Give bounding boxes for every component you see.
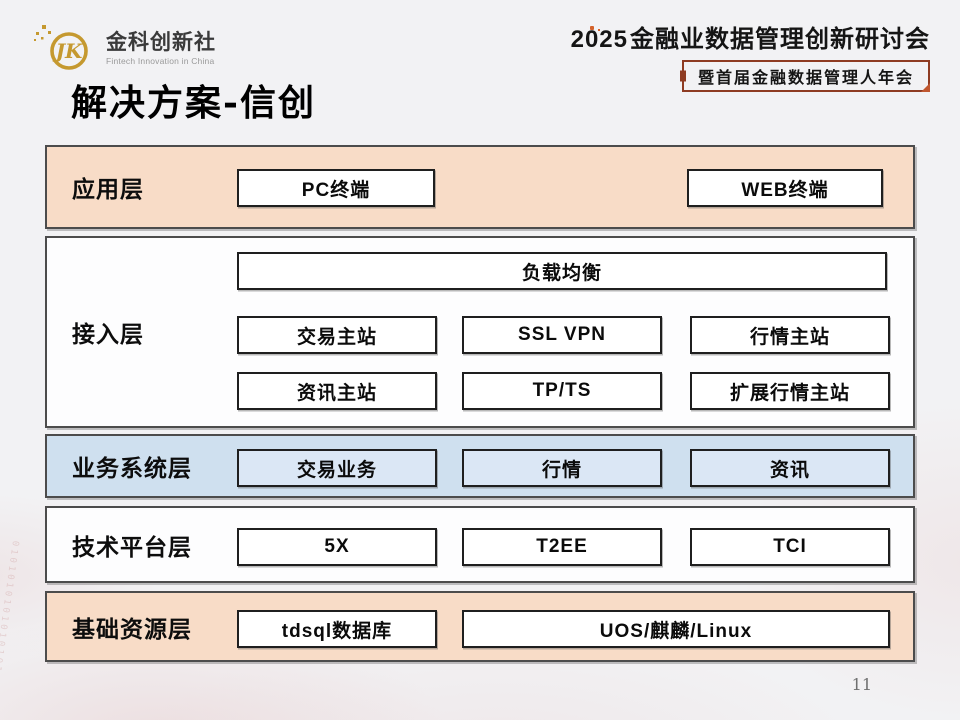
node-extended-quote-master: 扩展行情主站	[690, 372, 890, 410]
event-title: 2025金融业数据管理创新研讨会	[571, 19, 930, 54]
node-tdsql-database: tdsql数据库	[237, 610, 437, 648]
layer-label-application: 应用层	[72, 176, 144, 202]
node-tp-ts: TP/TS	[462, 372, 662, 410]
node-tci: TCI	[690, 528, 890, 566]
node-load-balancer: 负载均衡	[237, 252, 887, 290]
layer-band-access: 接入层 负载均衡 交易主站 SSL VPN 行情主站 资讯主站 TP/TS 扩展…	[45, 236, 915, 428]
layer-label-resources: 基础资源层	[72, 615, 192, 642]
binary-pattern-decor: 0101010101010101	[0, 539, 20, 675]
node-trade-master: 交易主站	[237, 316, 437, 354]
event-title-text: 金融业数据管理创新研讨会	[630, 26, 930, 53]
node-pc-terminal: PC终端	[237, 169, 435, 207]
page-number: 11	[851, 675, 872, 694]
node-quote-master: 行情主站	[690, 316, 890, 354]
layer-band-platform: 技术平台层 5X T2EE TCI	[45, 506, 915, 583]
svg-text:JK: JK	[52, 39, 84, 63]
layer-label-access: 接入层	[72, 321, 144, 347]
logo-name: 金科创新社	[106, 30, 216, 54]
node-5x: 5X	[237, 528, 437, 566]
page-title: 解决方案-信创	[71, 82, 316, 124]
node-information: 资讯	[690, 449, 890, 487]
node-uos-kylin-linux: UOS/麒麟/Linux	[462, 610, 890, 648]
node-web-terminal: WEB终端	[687, 169, 883, 207]
event-subtitle-banner: 暨首届金融数据管理人年会	[681, 60, 931, 92]
jk-logo-icon: JK	[34, 25, 88, 70]
node-ssl-vpn: SSL VPN	[462, 316, 662, 354]
event-year: 2025	[570, 26, 628, 53]
logo-text: 金科创新社 Fintech Innovation in China	[106, 30, 216, 67]
layer-band-resources: 基础资源层 tdsql数据库 UOS/麒麟/Linux	[45, 591, 915, 662]
layer-band-application: 应用层 PC终端 WEB终端	[45, 145, 915, 229]
logo: JK 金科创新社 Fintech Innovation in China	[33, 24, 216, 74]
logo-tagline: Fintech Innovation in China	[106, 56, 215, 67]
node-trading-business: 交易业务	[237, 449, 437, 487]
node-t2ee: T2EE	[462, 528, 662, 566]
layer-band-business: 业务系统层 交易业务 行情 资讯	[45, 434, 915, 498]
layer-label-business: 业务系统层	[72, 455, 192, 481]
layer-label-platform: 技术平台层	[72, 533, 192, 560]
event-header: 2025金融业数据管理创新研讨会 暨首届金融数据管理人年会	[571, 19, 931, 92]
node-quotes: 行情	[462, 449, 662, 487]
node-info-master: 资讯主站	[237, 372, 437, 410]
